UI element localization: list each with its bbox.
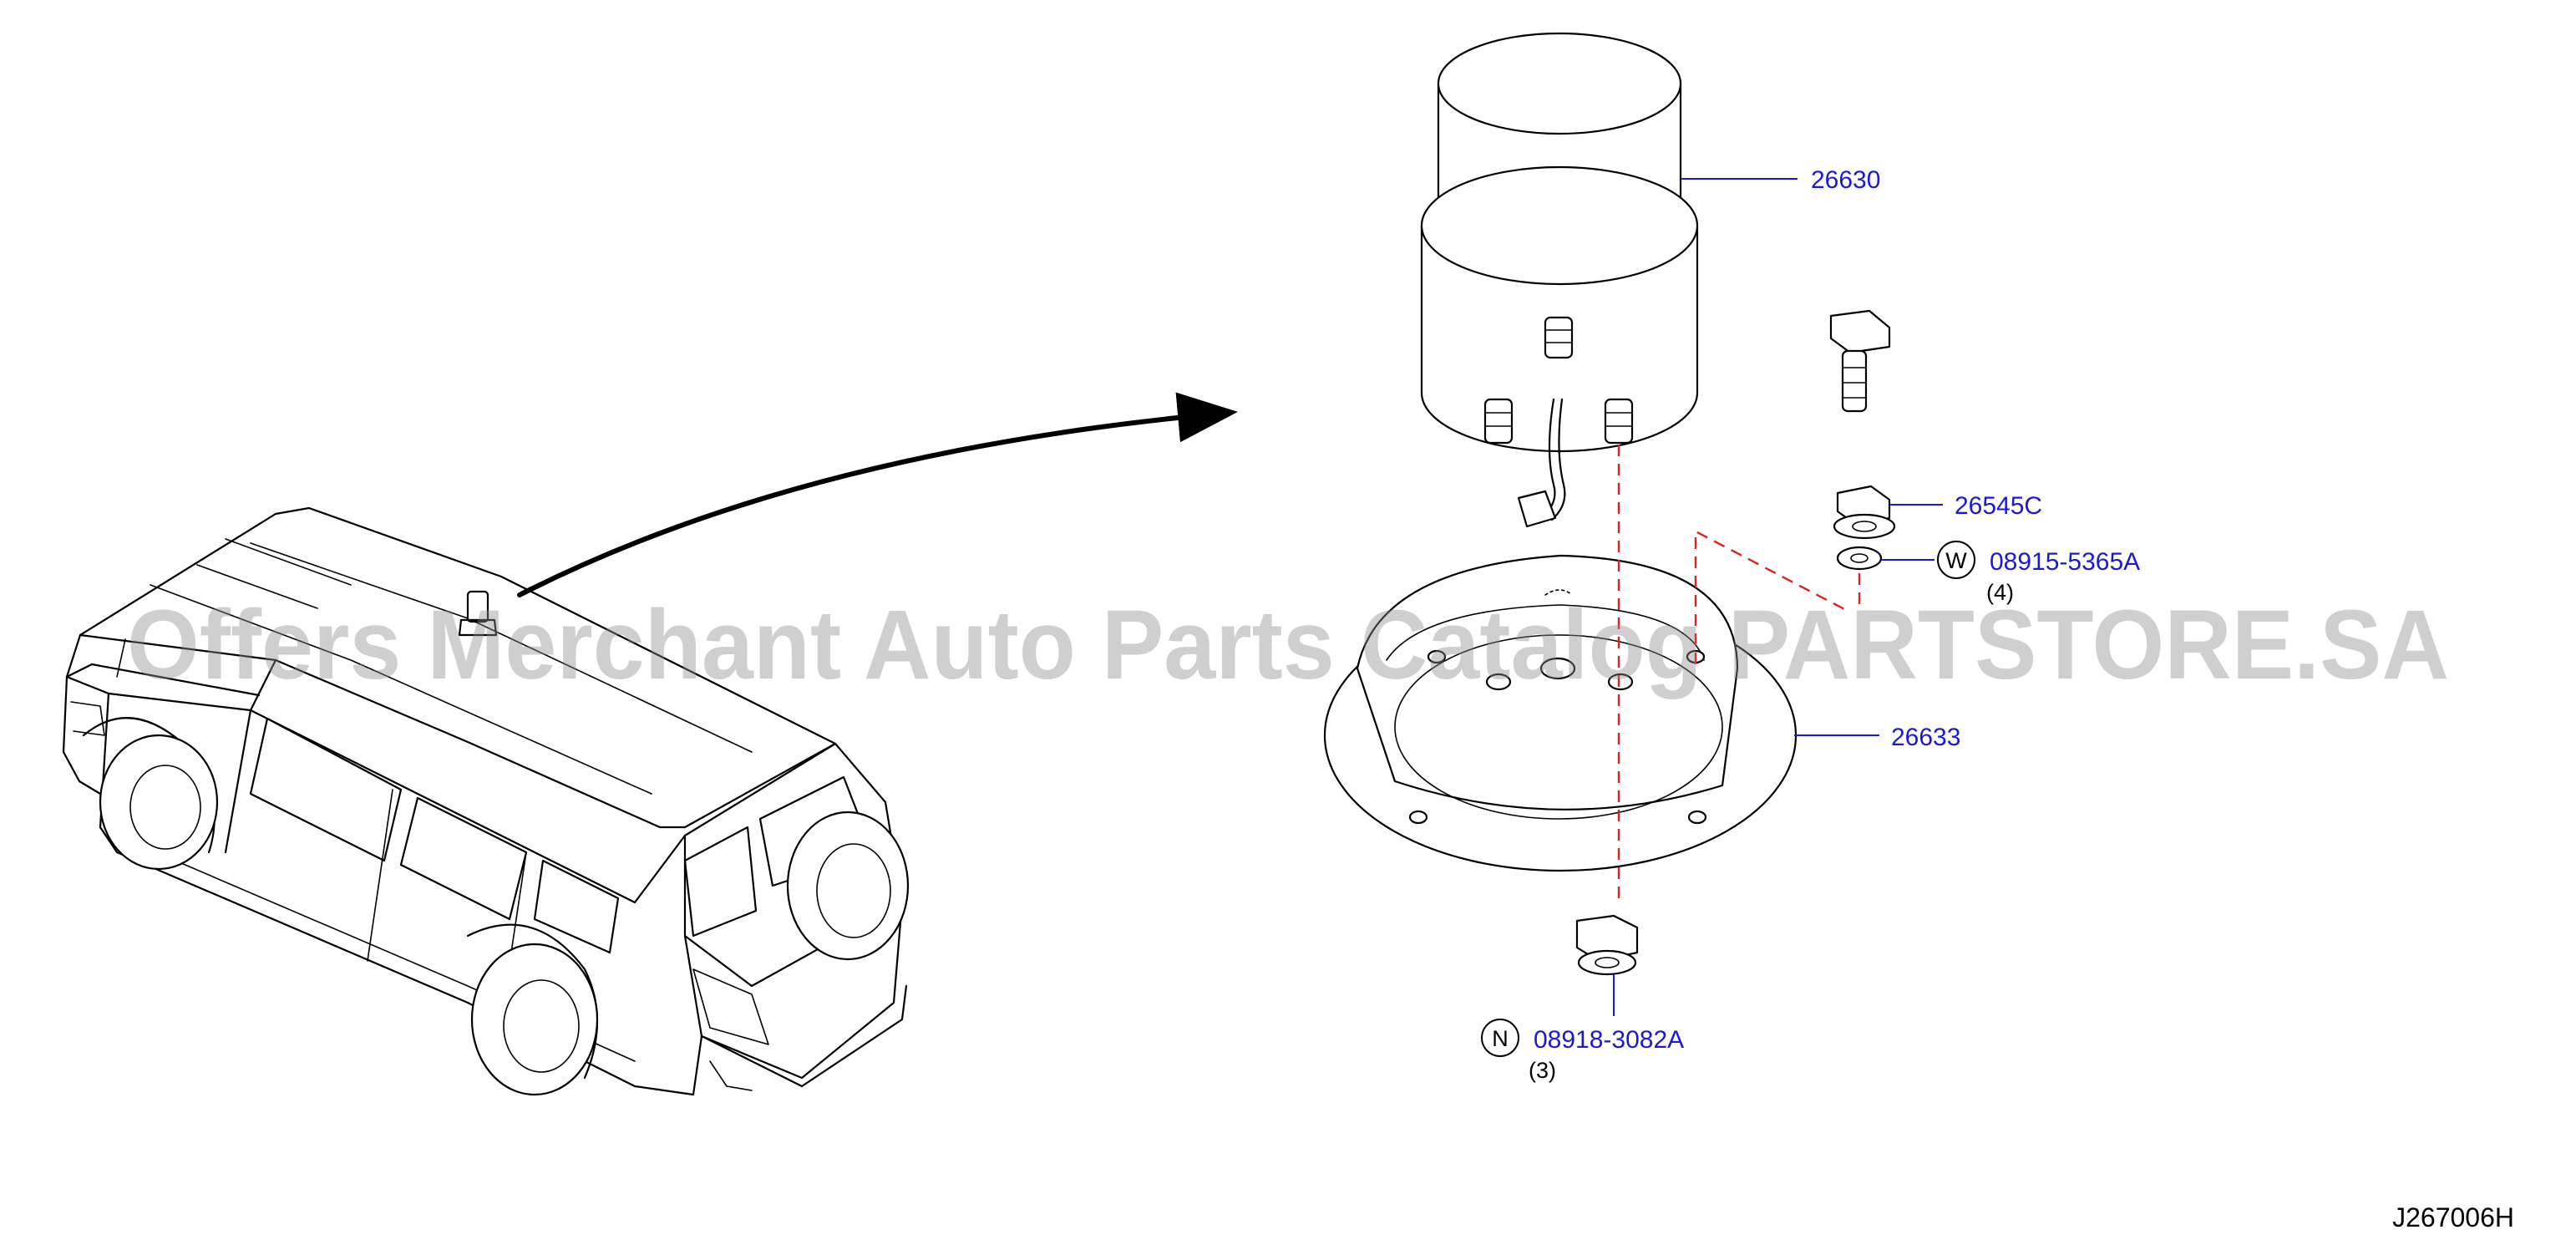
- symbol-letter: N: [1492, 1026, 1509, 1051]
- washer-icon: [1836, 546, 1883, 606]
- part-number-label: 08915-5365A: [1990, 548, 2140, 576]
- vehicle-illustration: [62, 506, 910, 1096]
- watermark-text: Offers Merchant Auto Parts Catalog PARTS…: [127, 590, 2449, 700]
- plate-hole-icon: [1485, 673, 1512, 691]
- part-number-label: 26630: [1811, 166, 1880, 194]
- plate-hole-icon: [1427, 649, 1447, 664]
- hex-bolt-icon: [1829, 309, 1891, 413]
- plate-hole-icon: [1607, 673, 1634, 691]
- part-number-label: 08918-3082A: [1534, 1026, 1684, 1054]
- callout-26545C: 26545C: [1889, 492, 2042, 520]
- quantity-label: (3): [1529, 1058, 1556, 1083]
- hex-nut-icon: [1575, 914, 1639, 976]
- assembly-line: [1694, 530, 1847, 664]
- callout-arrow: [517, 392, 1238, 597]
- callout-26633: 26633: [1794, 724, 1960, 751]
- symbol-letter: W: [1945, 548, 1967, 573]
- flange-nut-icon: [1833, 485, 1896, 540]
- motor-stud: [1544, 316, 1574, 359]
- antenna-motor-assembly: [1420, 32, 1699, 528]
- part-number-label: 26633: [1891, 724, 1960, 751]
- quantity-label: (4): [1986, 580, 2014, 605]
- wire-connector-icon: [1517, 490, 1557, 528]
- diagram-code: J267006H: [2392, 1202, 2514, 1232]
- callout-08918-3082A: N 08918-3082A (3): [1481, 974, 1684, 1083]
- antenna-base-plate: [1323, 554, 1798, 872]
- roof-antenna-icon: [458, 590, 498, 637]
- plate-hole-icon: [1408, 810, 1428, 825]
- callout-26630: 26630: [1681, 166, 1880, 194]
- plate-hole-icon: [1539, 657, 1576, 680]
- symbol-circle-icon: [1937, 541, 1975, 579]
- callout-08915-5365A: W 08915-5365A (4): [1881, 541, 2140, 605]
- motor-stud: [1604, 398, 1634, 445]
- part-number-label: 26545C: [1955, 492, 2042, 520]
- symbol-circle-icon: [1481, 1019, 1519, 1057]
- motor-stud: [1483, 398, 1514, 445]
- plate-hole-icon: [1687, 810, 1707, 825]
